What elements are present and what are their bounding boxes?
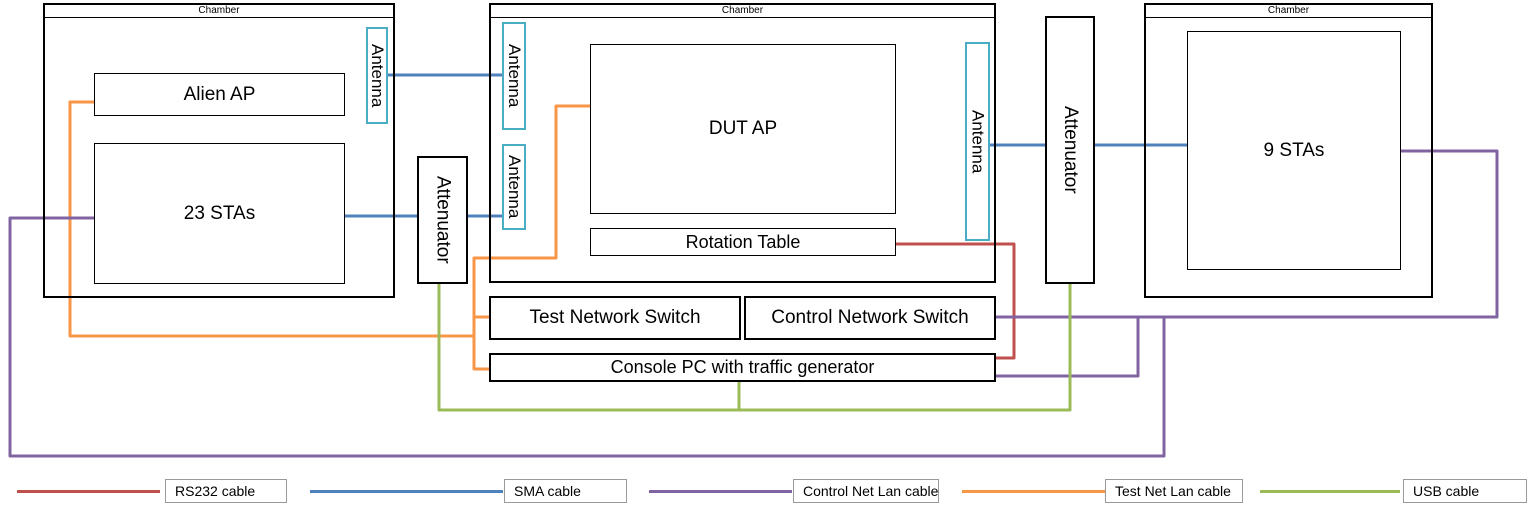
rotation-table-label: Rotation Table: [685, 231, 801, 252]
stas-9-box: 9 STAs: [1187, 31, 1401, 270]
legend-label-rs232: RS232 cable: [165, 479, 287, 503]
attenuator-right: Attenuator: [1045, 16, 1095, 284]
attenuator-right-label: Attenuator: [1060, 106, 1081, 194]
control-network-switch: Control Network Switch: [744, 296, 996, 340]
left-chamber: Chamber: [43, 3, 395, 298]
rs232-cable: [895, 242, 1016, 360]
attenuator-left: Attenuator: [417, 156, 468, 284]
legend-line-control-lan: [649, 490, 792, 493]
antenna-left-label: Antenna: [368, 43, 387, 108]
test-lan-cable-dut-ap: [472, 104, 590, 371]
legend-label-sma: SMA cable: [504, 479, 627, 503]
legend-label-test-lan: Test Net Lan cable: [1105, 479, 1243, 503]
antenna-mid-top-label: Antenna: [505, 44, 524, 108]
stas-23-box: 23 STAs: [94, 143, 345, 284]
attenuator-left-label: Attenuator: [432, 176, 454, 264]
control-lan-cable-23stas: [8, 216, 1166, 458]
usb-cable-attenuators: [437, 284, 1072, 412]
stas-9-label: 9 STAs: [1263, 139, 1325, 161]
control-network-switch-label: Control Network Switch: [771, 307, 969, 328]
middle-chamber: Chamber: [489, 3, 996, 283]
legend-line-sma: [310, 490, 503, 493]
rotation-table-box: Rotation Table: [590, 228, 896, 256]
test-network-switch: Test Network Switch: [489, 296, 741, 340]
antenna-mid-right: Antenna: [965, 42, 990, 241]
alien-ap-box: Alien AP: [94, 73, 345, 116]
middle-chamber-title: Chamber: [491, 5, 994, 18]
dut-ap-label: DUT AP: [708, 118, 778, 139]
antenna-mid-top: Antenna: [502, 22, 526, 130]
control-lan-cable-switch-9stas: [995, 149, 1499, 319]
legend-line-rs232: [17, 490, 160, 493]
legend-label-usb: USB cable: [1403, 479, 1527, 503]
alien-ap-label: Alien AP: [183, 83, 256, 105]
antenna-mid-right-label: Antenna: [968, 109, 988, 174]
legend-label-control-lan: Control Net Lan cable: [793, 479, 939, 503]
legend-line-usb: [1260, 490, 1400, 493]
right-chamber: Chamber: [1144, 3, 1433, 298]
stas-23-label: 23 STAs: [183, 202, 256, 224]
test-network-switch-label: Test Network Switch: [529, 307, 701, 328]
dut-ap-box: DUT AP: [590, 44, 896, 214]
antenna-left: Antenna: [366, 27, 388, 124]
console-pc-label: Console PC with traffic generator: [610, 357, 875, 377]
legend-line-test-lan: [962, 490, 1105, 493]
right-chamber-title: Chamber: [1146, 5, 1431, 18]
control-lan-cable-console: [995, 317, 1140, 378]
left-chamber-title: Chamber: [45, 5, 393, 18]
antenna-mid-bottom: Antenna: [502, 144, 526, 230]
console-pc: Console PC with traffic generator: [489, 353, 996, 382]
antenna-mid-bottom-label: Antenna: [505, 155, 524, 219]
